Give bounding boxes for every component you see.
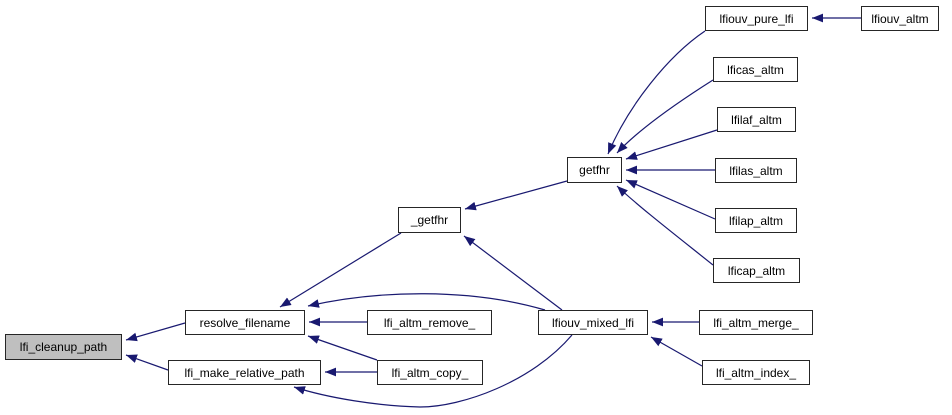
node-lfi-cleanup-path: lfi_cleanup_path: [5, 334, 122, 360]
node-resolve-filename[interactable]: resolve_filename: [185, 310, 305, 335]
node-lfi-altm-index[interactable]: lfi_altm_index_: [702, 360, 810, 385]
node-lfiouv-mixed-lfi[interactable]: lfiouv_mixed_lfi: [538, 310, 648, 335]
node-lfilaf-altm[interactable]: lfilaf_altm: [717, 107, 796, 132]
node-getfhr[interactable]: getfhr: [567, 157, 622, 183]
node-lfi-make-relative-path[interactable]: lfi_make_relative_path: [168, 360, 321, 385]
edge-lfi-make-relative-path-to-lfi-cleanup-path: [125, 354, 169, 371]
node-lfi-altm-remove[interactable]: lfi_altm_remove_: [367, 310, 492, 335]
edge-lficap-altm-to-getfhr: [616, 185, 714, 266]
edge-lfiouv-mixed-lfi-to-getfhr: [463, 235, 563, 311]
edge-lfilap-altm-to-getfhr: [625, 179, 716, 220]
edge-lfiouv-pure-lfi-to-getfhr: [607, 30, 706, 155]
edge-lfilaf-altm-to-getfhr: [625, 129, 718, 160]
node-lfilap-altm[interactable]: lfilap_altm: [715, 208, 797, 233]
edge-getfhr-to-resolve-filename: [279, 232, 402, 308]
node-lficas-altm[interactable]: lficas_altm: [713, 57, 798, 82]
edge-lficas-altm-to-getfhr: [616, 79, 714, 154]
node-lfi-altm-copy[interactable]: lfi_altm_copy_: [377, 360, 483, 385]
node-getfhr[interactable]: _getfhr: [398, 207, 461, 233]
edge-lfi-altm-index-to-lfiouv-mixed-lfi: [650, 336, 703, 367]
edge-lfiouv-mixed-lfi-to-resolve-filename: [307, 293, 546, 311]
node-lficap-altm[interactable]: lficap_altm: [713, 258, 800, 283]
edge-lfi-altm-copy-to-resolve-filename: [307, 335, 378, 361]
node-lfilas-altm[interactable]: lfilas_altm: [715, 158, 797, 183]
edge-resolve-filename-to-lfi-cleanup-path: [125, 322, 186, 342]
edge-getfhr-to-getfhr: [464, 180, 568, 211]
node-lfiouv-altm[interactable]: lfiouv_altm: [861, 6, 939, 31]
node-lfiouv-pure-lfi[interactable]: lfiouv_pure_lfi: [705, 6, 808, 31]
edge-group: [125, 13, 861, 408]
node-lfi-altm-merge[interactable]: lfi_altm_merge_: [699, 310, 813, 335]
edge-lfiouv-mixed-lfi-to-lfi-make-relative-path: [293, 334, 573, 408]
